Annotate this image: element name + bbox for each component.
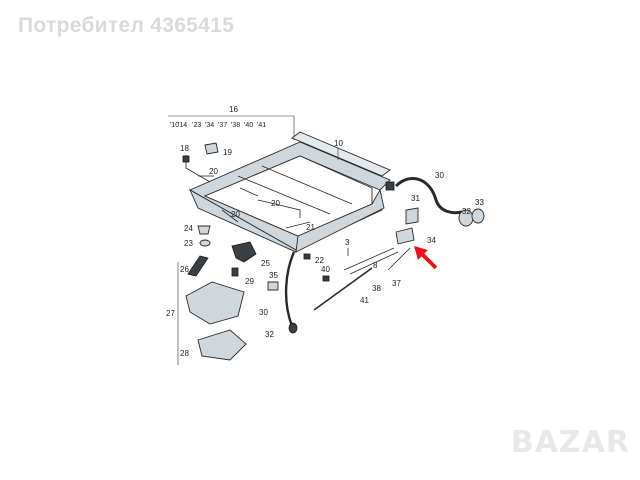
drain-hose-left: 30 32 [259,251,298,339]
callout-3: 3 [345,238,350,247]
model-year-2: '23 [192,122,201,129]
model-year-7: '41 [257,122,266,129]
model-year-0: '10 [170,122,179,129]
callout-20a: 20 [209,167,218,176]
callout-41: 41 [360,296,369,305]
model-year-4: '37 [218,122,227,129]
callout-28: 28 [180,349,189,358]
callout-35: 35 [269,271,278,280]
callout-33: 33 [475,198,484,207]
callout-34: 34 [427,236,436,245]
callout-27: 27 [166,309,175,318]
part-27-bracket: 27 26 28 [166,255,247,365]
motor-25: 25 [231,241,270,268]
callout-10: 10 [334,139,343,148]
part-16-bracket: 16 '10 '14 '23 '34 '37 '38 '40 '41 [168,105,295,140]
model-year-1: '14 [178,122,187,129]
callout-18: 18 [180,144,189,153]
callout-26: 26 [180,265,189,274]
callout-19: 19 [223,148,232,157]
callout-30a: 30 [259,308,268,317]
callout-30b: 30 [435,171,444,180]
model-year-5: '38 [231,122,240,129]
callout-21: 21 [306,223,315,232]
glass-panel-10: 10 [291,131,391,177]
callout-25: 25 [261,259,270,268]
parts-23-24: 24 23 [184,224,211,248]
part-29: 29 [231,267,254,286]
watermark-text: Потребител 4365415 [18,14,235,37]
cable-assembly: 38 41 37 8 [313,247,411,311]
callout-8: 8 [373,261,378,270]
callout-20b: 20 [271,199,280,208]
callout-20c: 20 [231,210,240,219]
bazar-logo: BAZAR [510,425,630,460]
sunroof-frame [188,141,391,253]
callout-22: 22 [315,256,324,265]
callout-32a: 32 [265,330,274,339]
callout-24: 24 [184,224,193,233]
callout-23: 23 [184,239,193,248]
model-year-6: '40 [244,122,253,129]
callout-38: 38 [372,284,381,293]
callout-p31: 31 [411,194,420,203]
callout-16: 16 [229,105,238,114]
small-parts-center: 35 22 40 3 [267,238,350,291]
drain-hose-right: 30 31 34 32 33 [385,171,485,245]
model-year-3: '34 [205,122,214,129]
callout-32b: 32 [462,207,471,216]
callout-29: 29 [245,277,254,286]
left-rail-parts: 18 19 20 20 20 21 [180,142,315,232]
callout-40: 40 [321,265,330,274]
callout-37: 37 [392,279,401,288]
highlight-arrow-icon [414,246,438,270]
